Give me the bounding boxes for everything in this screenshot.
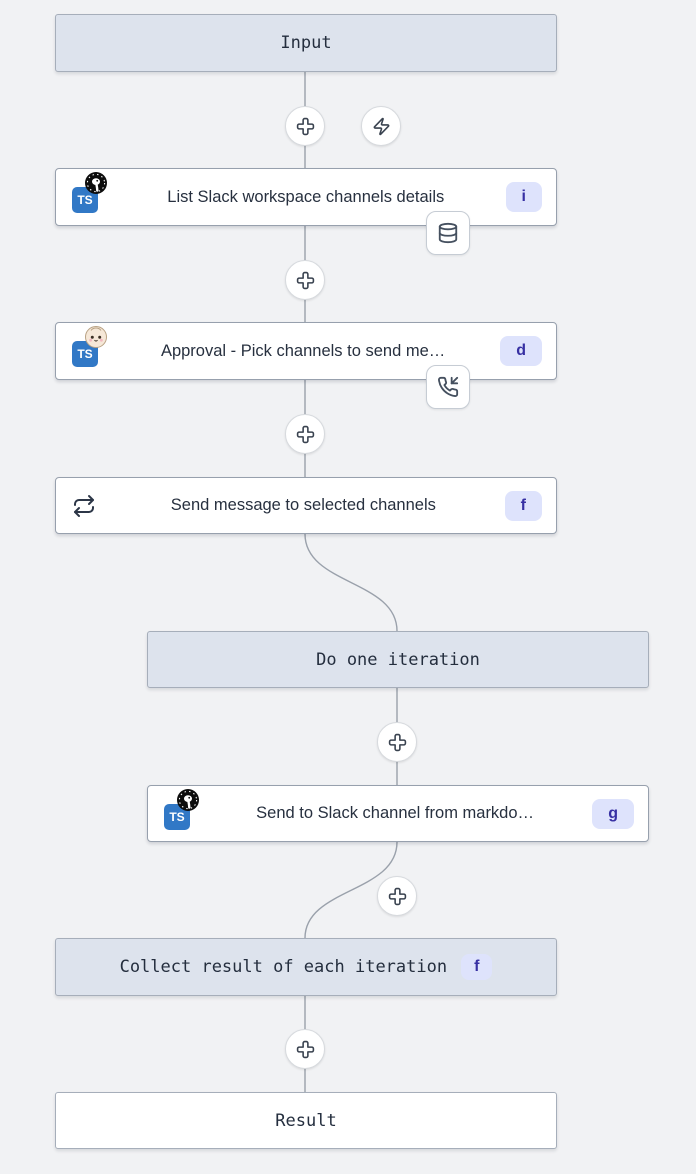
- deno-icon: [85, 172, 107, 194]
- cache-indicator: [426, 211, 470, 255]
- collect-result-node[interactable]: Collect result of each iteration f: [55, 938, 557, 996]
- suspend-indicator: [426, 365, 470, 409]
- step-id-badge: i: [505, 182, 542, 212]
- cross-plus-icon: [388, 887, 407, 906]
- add-step-button[interactable]: [285, 106, 325, 146]
- step-id-badge: f: [504, 490, 542, 521]
- do-one-iteration-label: Do one iteration: [316, 649, 480, 670]
- typescript-icon: TS: [164, 788, 199, 831]
- cross-plus-icon: [296, 1040, 315, 1059]
- deno-icon: [177, 788, 199, 811]
- add-step-button[interactable]: [377, 722, 417, 762]
- add-step-button[interactable]: [285, 414, 325, 454]
- phone-incoming-icon: [437, 376, 459, 398]
- step-id-badge: g: [592, 798, 634, 829]
- cross-plus-icon: [296, 425, 315, 444]
- cross-plus-icon: [388, 733, 407, 752]
- typescript-icon: TS: [72, 172, 107, 214]
- add-trigger-button[interactable]: [361, 106, 401, 146]
- result-node[interactable]: Result: [55, 1092, 557, 1149]
- add-step-button[interactable]: [285, 260, 325, 300]
- step-node-approval[interactable]: TS Approval - Pick channels to send me… …: [55, 322, 557, 380]
- bun-icon: [85, 326, 107, 348]
- result-node-label: Result: [275, 1110, 337, 1131]
- add-step-button[interactable]: [285, 1029, 325, 1069]
- cross-plus-icon: [296, 117, 315, 136]
- step-title: Send message to selected channels: [170, 496, 436, 514]
- zap-icon: [372, 117, 391, 136]
- add-step-button[interactable]: [377, 876, 417, 916]
- step-node-send-to-slack[interactable]: TS Send to Slack channel from markdo… g: [147, 785, 649, 842]
- database-icon: [437, 222, 459, 244]
- cross-plus-icon: [296, 271, 315, 290]
- typescript-icon: TS: [72, 326, 107, 368]
- step-node-forloop[interactable]: Send message to selected channels f: [55, 477, 557, 534]
- do-one-iteration-node[interactable]: Do one iteration: [147, 631, 649, 688]
- step-node-list-slack-channels[interactable]: TS List Slack workspace channels details…: [55, 168, 557, 226]
- step-title: Send to Slack channel from markdo…: [256, 804, 535, 822]
- collect-result-label: Collect result of each iteration: [119, 957, 448, 977]
- input-node[interactable]: Input: [55, 14, 557, 72]
- step-title: List Slack workspace channels details: [167, 187, 445, 206]
- repeat-icon: [72, 494, 102, 518]
- step-id-badge: d: [500, 336, 542, 366]
- step-id-badge: f: [461, 954, 493, 980]
- step-title: Approval - Pick channels to send me…: [160, 341, 446, 360]
- input-node-label: Input: [280, 33, 332, 53]
